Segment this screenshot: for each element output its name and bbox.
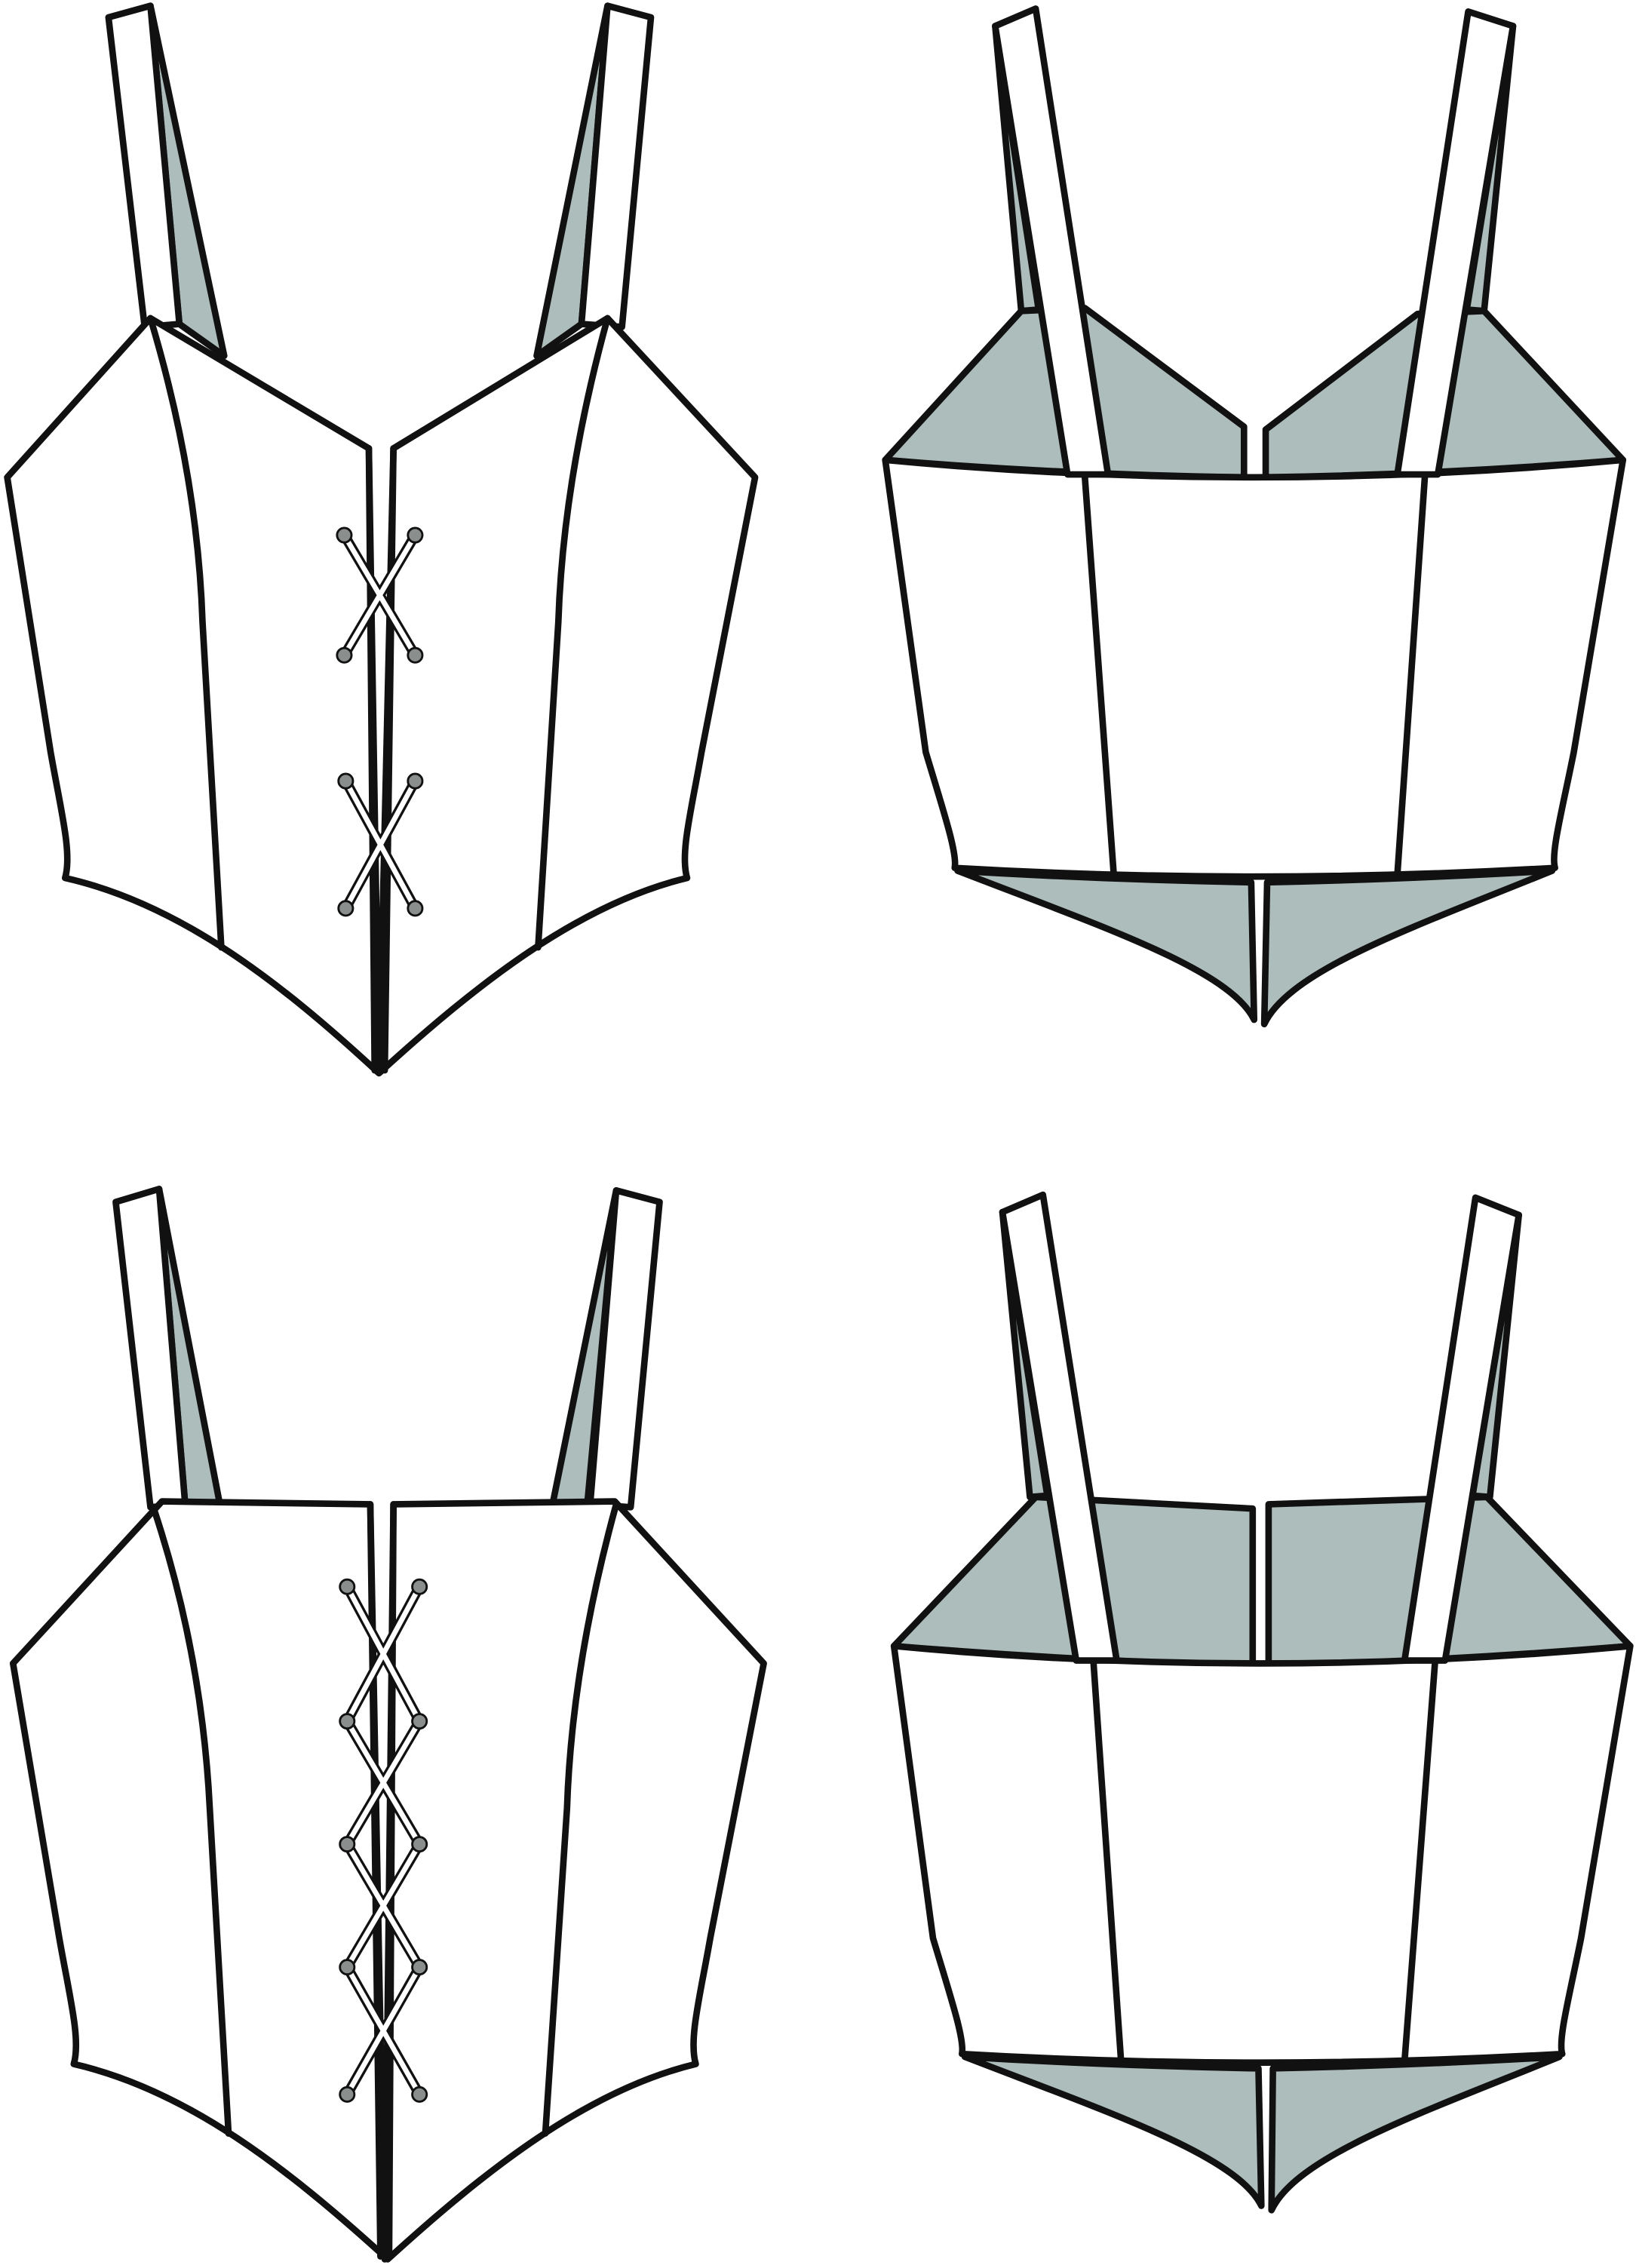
center-front-left-edge: [365, 445, 379, 1074]
center-front-right-edge: [381, 445, 397, 1074]
right-lower-lining: [1260, 867, 1556, 1028]
right-strap: [578, 2, 655, 330]
grommet-icon: [407, 772, 424, 790]
right-back-seam: [1401, 1660, 1438, 2065]
back-band: [890, 1643, 1634, 2066]
back-view-square: [890, 1191, 1634, 2214]
grommet-icon: [339, 2085, 356, 2103]
grommet-icon: [337, 900, 355, 917]
bodice-outline: [4, 315, 759, 1077]
grommet-icon: [336, 526, 353, 544]
grommet-icon: [339, 1959, 356, 1976]
left-strap: [999, 1191, 1120, 1664]
grommet-icon: [339, 1836, 356, 1853]
right-strap: [1394, 8, 1517, 478]
grommet-icon: [339, 1713, 356, 1730]
back-band: [882, 456, 1627, 880]
right-lower-lining: [1268, 2053, 1563, 2214]
grommet-icon: [407, 646, 424, 664]
left-strap: [112, 1186, 189, 1511]
back-view-sweetheart: [882, 5, 1627, 1028]
right-princess-seam: [542, 1501, 620, 2137]
grommet-icon: [411, 1713, 428, 1730]
left-back-seam: [1082, 474, 1117, 879]
lacing: [339, 1578, 428, 2103]
left-lower-lining: [961, 2053, 1265, 2209]
grommet-icon: [407, 526, 424, 544]
grommet-icon: [411, 1959, 428, 1976]
grommet-icon: [336, 646, 353, 664]
grommet-icon: [337, 772, 355, 790]
left-back-seam: [1090, 1660, 1125, 2065]
right-princess-seam: [535, 315, 611, 951]
grommet-icon: [407, 900, 424, 917]
left-princess-seam: [147, 315, 225, 951]
left-strap: [992, 5, 1112, 478]
front-view-square: [9, 1186, 767, 2263]
front-view-sweetheart: [4, 2, 759, 1077]
right-strap: [587, 1186, 663, 1511]
right-strap: [1401, 1194, 1522, 1664]
grommet-icon: [339, 1578, 356, 1595]
left-strap: [105, 2, 183, 330]
grommet-icon: [411, 1836, 428, 1853]
grommet-icon: [411, 2085, 428, 2103]
left-princess-seam: [149, 1503, 232, 2137]
lacing: [336, 526, 424, 917]
right-back-seam: [1394, 474, 1429, 879]
grommet-icon: [411, 1578, 428, 1595]
left-lower-lining: [954, 867, 1258, 1024]
